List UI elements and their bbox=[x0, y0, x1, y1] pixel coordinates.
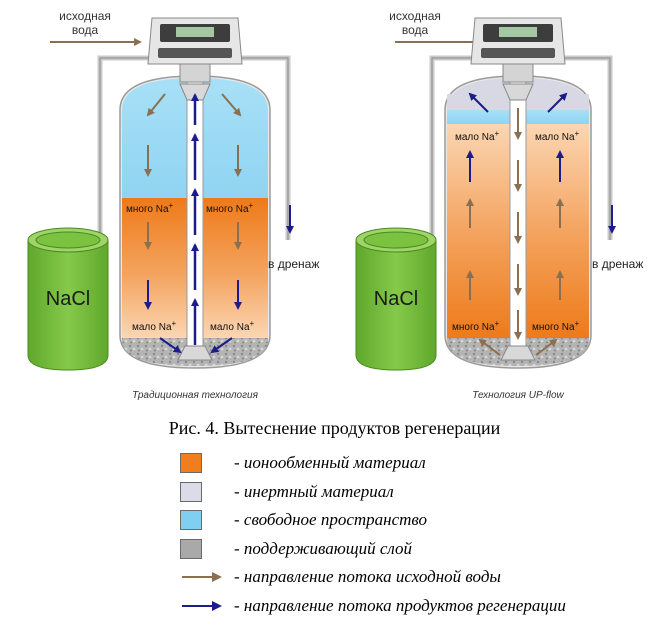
left-brine-tank: NaCl bbox=[27, 227, 109, 371]
legend-swatch bbox=[180, 453, 202, 473]
left-top-distributor bbox=[179, 83, 211, 101]
left-bottom-distributor bbox=[177, 345, 213, 361]
left-diagram: исходная вода bbox=[27, 9, 319, 401]
right-brine-tank: NaCl bbox=[355, 227, 437, 371]
legend-swatch bbox=[180, 481, 202, 502]
left-regen-arrows bbox=[144, 280, 242, 354]
legend-item: - ионообменный материал bbox=[180, 452, 426, 474]
left-control-valve bbox=[147, 17, 243, 83]
right-raw-water-arrows bbox=[466, 198, 564, 356]
legend-arrow-icon bbox=[182, 600, 222, 611]
legend-arrow-icon bbox=[182, 572, 222, 582]
left-drain-label: в дренаж bbox=[268, 257, 319, 271]
right-inlet-label-2: вода bbox=[402, 23, 429, 37]
legend-swatch bbox=[180, 510, 202, 530]
right-diagram: исходная вода bbox=[355, 9, 643, 401]
left-upper-label-l: много Na+ bbox=[126, 201, 174, 215]
left-inlet-label-2: вода bbox=[72, 23, 99, 37]
right-inlet-label-1: исходная bbox=[389, 9, 441, 23]
legend-item: - свободное пространство bbox=[180, 509, 427, 531]
right-lower-label-l: много Na+ bbox=[452, 319, 500, 333]
legend-item: - направление потока исходной воды bbox=[180, 566, 501, 588]
legend-label: - направление потока продуктов регенерац… bbox=[234, 595, 566, 615]
right-upper-label-l: мало Na+ bbox=[455, 129, 500, 143]
left-lower-label-l: мало Na+ bbox=[132, 319, 177, 333]
legend-label: - ионообменный материал bbox=[234, 453, 426, 472]
legend-swatch bbox=[180, 538, 202, 559]
legend-label: - направление потока исходной воды bbox=[234, 567, 501, 586]
legend-item: - поддерживающий слой bbox=[180, 538, 412, 560]
left-raw-water-arrows bbox=[144, 93, 242, 250]
right-brine-label: NaCl bbox=[374, 288, 418, 310]
right-control-valve bbox=[470, 17, 566, 83]
right-bottom-distributor bbox=[500, 345, 536, 361]
right-upper-label-r: мало Na+ bbox=[535, 129, 580, 143]
right-regen-arrows bbox=[466, 92, 568, 182]
legend-item: - инертный материал bbox=[180, 481, 394, 503]
left-upper-label-r: много Na+ bbox=[206, 201, 254, 215]
right-diagram-title: Технология UP-flow bbox=[472, 390, 564, 401]
left-brine-label: NaCl bbox=[46, 288, 90, 310]
left-lower-label-r: мало Na+ bbox=[210, 319, 255, 333]
left-diagram-title: Традиционная технология bbox=[132, 390, 259, 401]
right-top-distributor bbox=[502, 83, 534, 101]
legend-label: - поддерживающий слой bbox=[234, 538, 413, 558]
legend-item: - направление потока продуктов регенерац… bbox=[180, 595, 566, 617]
right-drain-label: в дренаж bbox=[592, 257, 643, 271]
right-lower-label-r: много Na+ bbox=[532, 319, 580, 333]
legend-label: - свободное пространство bbox=[234, 510, 428, 529]
left-inlet-label-1: исходная bbox=[59, 9, 111, 23]
legend-label: - инертный материал bbox=[234, 481, 394, 501]
figure-caption: Рис. 4. Вытеснение продуктов регенерации bbox=[168, 418, 501, 438]
